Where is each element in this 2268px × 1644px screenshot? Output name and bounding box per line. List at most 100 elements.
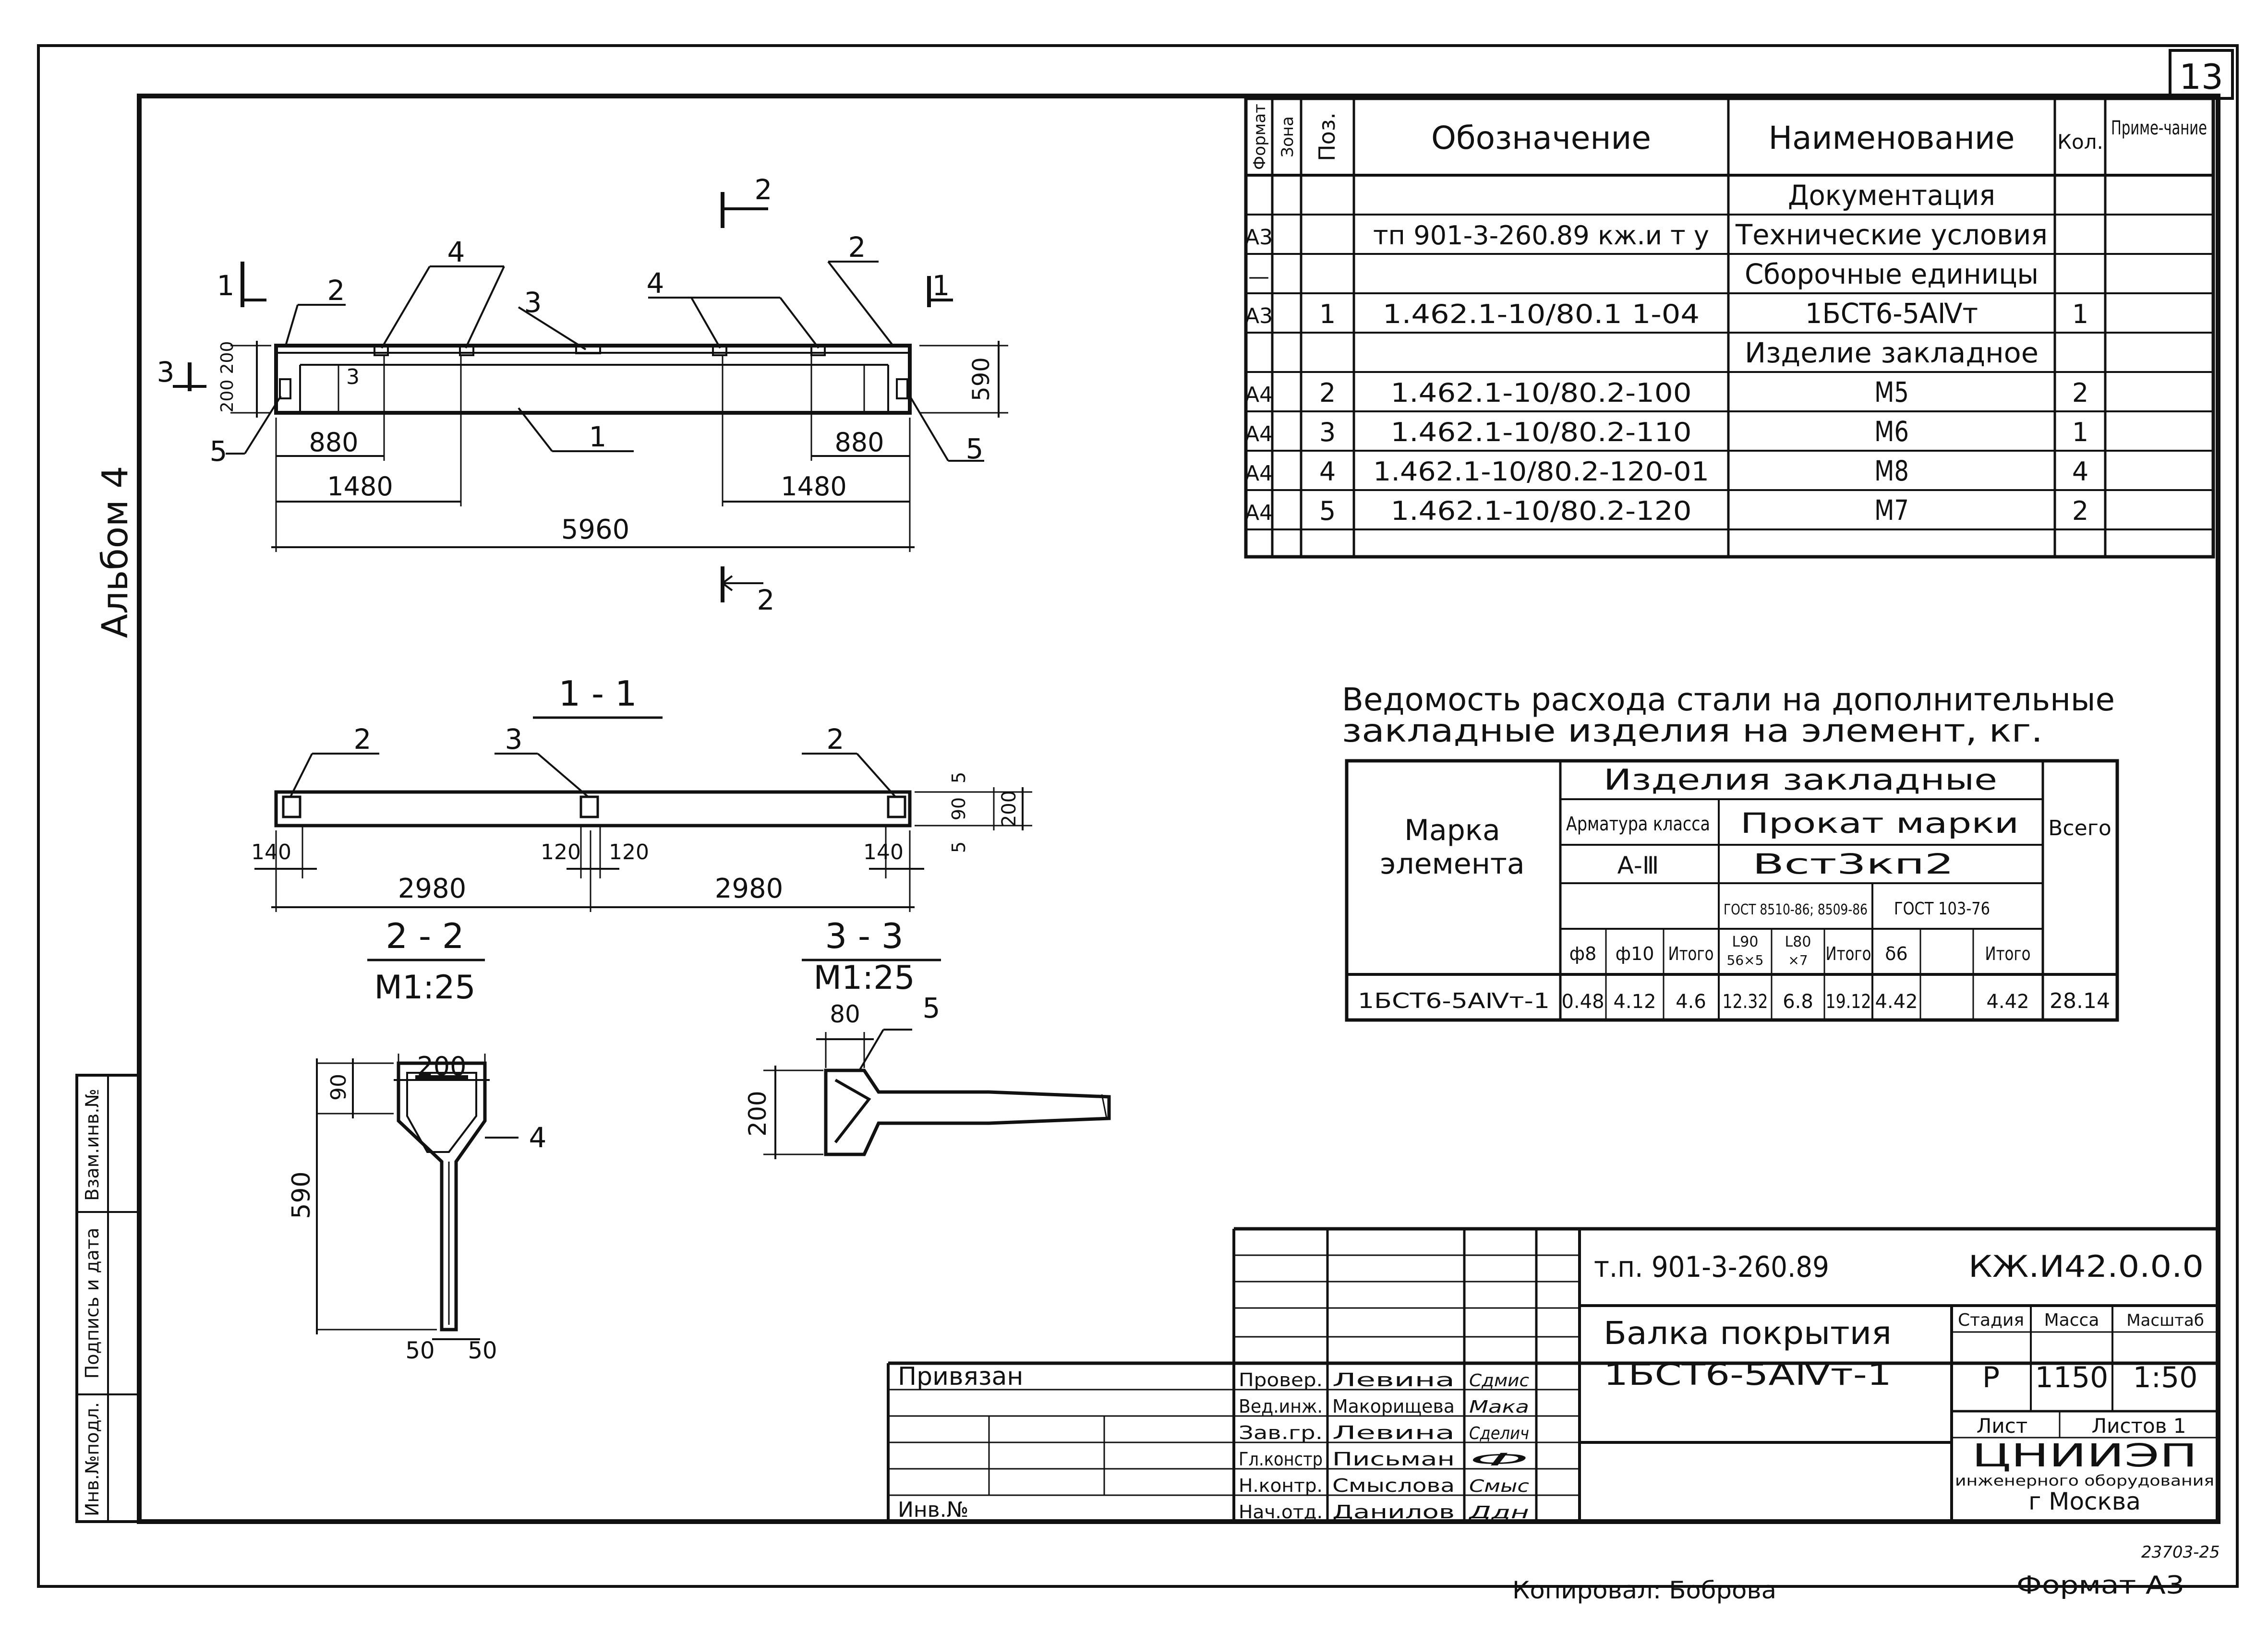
dim-140-right: 140: [863, 840, 904, 864]
steel-table: [1345, 759, 2119, 1022]
role-signature: Мака: [1469, 1397, 1529, 1417]
side-stamp: Инв.№подл. Подпись и дата Взам.инв.№: [75, 1074, 141, 1523]
spec-row-pos: 3: [1319, 417, 1336, 447]
section-3-3-title: 3 - 3: [825, 916, 903, 956]
role-name: Письман: [1332, 1449, 1455, 1470]
inv-label: Инв.№: [898, 1498, 968, 1522]
sheet-code: КЖ.И42.0.0.0: [1968, 1249, 2204, 1284]
mass-header: Масса: [2044, 1310, 2099, 1330]
callout-4-section: 4: [529, 1121, 547, 1154]
doc-code: т.п. 901-3-260.89: [1594, 1250, 1829, 1284]
copied-by: Копировал: Боброва: [1512, 1576, 1776, 1604]
cut-mark-2-bottom: 2: [757, 584, 775, 616]
callout-3: 3: [524, 286, 542, 319]
steel-subcol-header: 56×5: [1727, 952, 1764, 968]
steel-table-text: Марка элемента Изделия закладные Арматур…: [1358, 763, 2111, 1013]
steel-mark-header-1: Марка: [1404, 814, 1500, 847]
role-name: Макорищева: [1332, 1396, 1455, 1417]
spec-row-designation: тп 901-3-260.89 кж.и т у: [1373, 220, 1709, 251]
steel-row-value: 4.42: [1986, 991, 2029, 1013]
spec-row-format: —: [1248, 264, 1269, 289]
scale-header: Масштаб: [2126, 1311, 2204, 1330]
spec-row-name: Документация: [1788, 179, 1995, 212]
role-name: Левина: [1332, 1369, 1455, 1391]
role-name: Левина: [1332, 1422, 1455, 1443]
callout-5-right: 5: [966, 432, 984, 465]
org-name: ЦНИИЭП: [1972, 1437, 2197, 1474]
role-name: Данилов: [1332, 1501, 1455, 1523]
steel-row-mark: 1БСТ6-5АⅣт-1: [1358, 989, 1550, 1013]
callout-1: 1: [589, 420, 607, 453]
dim-590-side: 590: [287, 1171, 316, 1219]
steel-subcol-header: δ6: [1885, 943, 1907, 964]
section-3-3-labels: 3 - 3 М1:25 80 200 5: [744, 916, 940, 1137]
side-stamp-sign: Подпись и дата: [82, 1228, 103, 1379]
steel-subcol-header: Итого: [1985, 943, 2031, 964]
dim-200-a: 200: [217, 341, 237, 374]
spec-row-pos: 5: [1319, 496, 1336, 526]
role-signature: Ф: [1469, 1450, 1529, 1470]
callout-2-right: 2: [848, 231, 866, 264]
dim-1480-left: 1480: [327, 471, 393, 502]
section-3-3-view: [763, 959, 1111, 1159]
role-signature: Сдмис: [1469, 1371, 1529, 1391]
steel-subcol-header: L80: [1785, 934, 1811, 950]
role-signature: Смыс: [1469, 1476, 1529, 1496]
spec-row-name: М6: [1874, 415, 1909, 448]
dim-880-right: 880: [834, 427, 884, 457]
stage-value: Р: [1982, 1361, 2000, 1394]
drawing-title-2: 1БСТ6-5АⅣт-1: [1604, 1357, 1892, 1392]
dim-5960: 5960: [561, 514, 630, 545]
spec-row-designation: 1.462.1-10/80.2-110: [1391, 417, 1692, 447]
steel-table-title-2: закладные изделия на элемент, кг.: [1342, 712, 2043, 749]
spec-row-designation: 1.462.1-10/80.2-120-01: [1373, 456, 1709, 487]
side-stamp-replace: Взам.инв.№: [82, 1089, 103, 1201]
dim-90: 90: [948, 797, 969, 820]
steel-gost-1: ГОСТ 8510-86; 8509-86: [1724, 901, 1868, 918]
album-label: Альбом 4: [95, 466, 136, 638]
beam-elevation-view: [173, 192, 1008, 602]
steel-row-value: 4.12: [1613, 991, 1656, 1013]
cut-mark-3: 3: [157, 356, 175, 388]
spec-header-pos: Поз.: [1314, 112, 1340, 161]
dim-2980-right: 2980: [715, 873, 784, 904]
spec-row-qty: 2: [2072, 378, 2088, 408]
spec-row-name: Сборочные единицы: [1745, 258, 2039, 290]
spec-row-format: А4: [1245, 383, 1273, 407]
dim-880-left: 880: [309, 427, 358, 457]
drawing-title-1: Балка покрытия: [1604, 1315, 1892, 1352]
section-1-1-title: 1 - 1: [558, 673, 637, 714]
spec-row-format: А4: [1245, 461, 1273, 486]
steel-mark-header-2: элемента: [1380, 847, 1524, 881]
spec-row-qty: 2: [2072, 496, 2088, 526]
steel-subcol-header: ×7: [1788, 952, 1808, 968]
steel-table-title-1: Ведомость расхода стали на дополнительны…: [1342, 681, 2115, 718]
steel-row-value: 4.42: [1875, 991, 1918, 1013]
sheets-label: Листов 1: [2092, 1414, 2186, 1438]
dim-5-top: 5: [948, 772, 969, 783]
dim-140-left: 140: [251, 840, 291, 864]
spec-header-note: Приме-чание: [2111, 117, 2207, 139]
format-label: Формат А3: [2016, 1571, 2184, 1600]
spec-header-format: Формат: [1250, 104, 1269, 170]
section-2-2-scale: М1:25: [374, 969, 475, 1007]
spec-row-name: Технические условия: [1735, 218, 2048, 251]
spec-row-designation: 1.462.1-10/80.1 1-04: [1383, 299, 1700, 329]
callout-3-small: 3: [346, 365, 360, 389]
role-label: Вед.инж.: [1239, 1396, 1323, 1417]
section-1-1-view: [254, 716, 1032, 912]
steel-subcol-header: L90: [1732, 934, 1759, 950]
mass-value: 1150: [2035, 1361, 2109, 1394]
spec-row-format: А4: [1245, 501, 1273, 525]
dim-200-b: 200: [217, 380, 237, 413]
spec-row-qty: 1: [2072, 299, 2088, 329]
title-block-text: т.п. 901-3-260.89 КЖ.И42.0.0.0 Балка пок…: [898, 1249, 2214, 1522]
spec-row-designation: 1.462.1-10/80.2-100: [1391, 378, 1692, 408]
spec-table: [1244, 96, 2215, 559]
spec-row-format: А4: [1245, 422, 1273, 446]
steel-rolled-header: Прокат марки: [1740, 807, 2019, 840]
dim-200-section: 200: [998, 791, 1020, 827]
section-2-2-view: [316, 959, 519, 1340]
